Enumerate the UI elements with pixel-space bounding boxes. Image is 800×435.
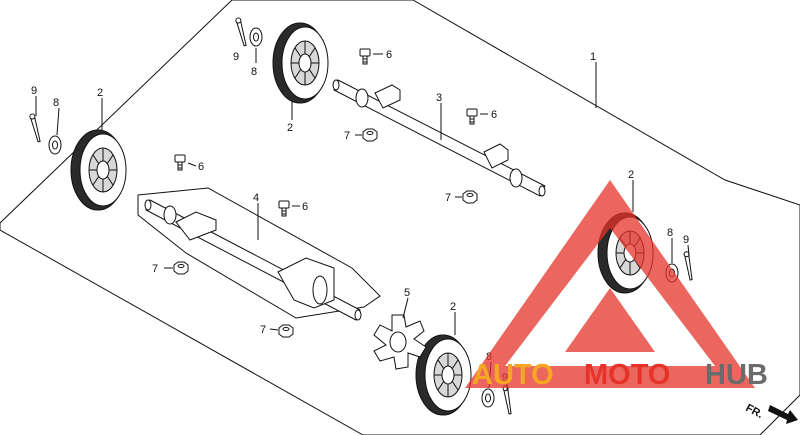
callout-2-bottom: 2 bbox=[450, 301, 456, 313]
washer-top bbox=[249, 27, 263, 47]
callout-6-c: 6 bbox=[198, 161, 204, 173]
callout-9-top: 9 bbox=[233, 51, 239, 63]
callout-7-b: 7 bbox=[445, 192, 451, 204]
callout-7-c: 7 bbox=[152, 263, 158, 275]
washer-bottom bbox=[481, 388, 495, 408]
axle-upper bbox=[332, 79, 546, 197]
nut-c bbox=[173, 261, 189, 275]
callout-5: 5 bbox=[404, 287, 410, 299]
pin-left bbox=[28, 112, 43, 143]
callout-6-a: 6 bbox=[386, 49, 392, 61]
nut-b bbox=[462, 190, 478, 204]
callout-8-left: 8 bbox=[53, 97, 59, 109]
nut-a bbox=[362, 128, 378, 142]
star-plate bbox=[373, 314, 427, 370]
pin-top bbox=[234, 16, 249, 47]
callout-8-right: 8 bbox=[667, 227, 673, 239]
callout-3: 3 bbox=[436, 92, 442, 104]
watermark-text-auto: AUTO bbox=[472, 359, 554, 391]
direction-arrow-icon bbox=[768, 405, 798, 424]
watermark-logo bbox=[465, 180, 755, 388]
callout-7-d: 7 bbox=[260, 324, 266, 336]
callout-8-top: 8 bbox=[251, 66, 257, 78]
callout-1: 1 bbox=[590, 51, 596, 63]
watermark-text-hub: HUB bbox=[705, 359, 768, 391]
callout-4: 4 bbox=[253, 192, 259, 204]
callout-9-right: 9 bbox=[683, 234, 689, 246]
nut-d bbox=[278, 324, 294, 338]
watermark-inner-triangle-icon bbox=[565, 288, 655, 352]
bolt-d bbox=[278, 200, 290, 217]
sub-assembly-frame bbox=[137, 187, 381, 319]
washer-left bbox=[48, 135, 62, 155]
callout-2-left: 2 bbox=[97, 87, 103, 99]
bolt-c bbox=[174, 154, 186, 171]
callout-2-top: 2 bbox=[287, 122, 293, 134]
callout-7-a: 7 bbox=[344, 130, 350, 142]
bolt-b bbox=[466, 108, 478, 125]
direction-label: FR. bbox=[744, 402, 765, 421]
callout-6-b: 6 bbox=[491, 109, 497, 121]
wheel-top bbox=[272, 22, 329, 104]
watermark-text-moto: MOTO bbox=[584, 359, 670, 391]
callout-9-left: 9 bbox=[31, 85, 37, 97]
callout-6-d: 6 bbox=[302, 201, 308, 213]
wheel-left bbox=[70, 129, 127, 211]
callout-2-right: 2 bbox=[628, 169, 634, 181]
bolt-a bbox=[359, 48, 371, 65]
watermark-triangle-icon bbox=[465, 180, 755, 388]
axle-lower bbox=[144, 199, 362, 321]
